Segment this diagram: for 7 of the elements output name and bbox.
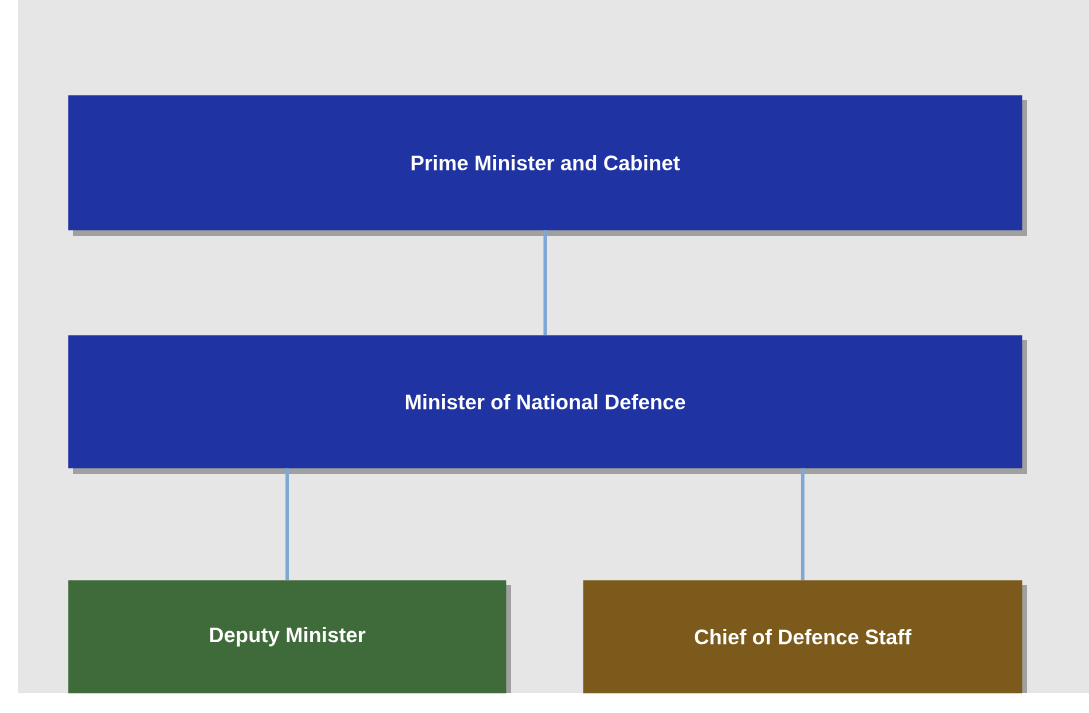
connector-line xyxy=(285,468,289,580)
org-box: Deputy Minister xyxy=(68,580,507,694)
connector-line xyxy=(800,468,805,580)
org-box: Chief of Defence Staff xyxy=(583,580,1023,694)
org-box: Prime Minister and Cabinet xyxy=(68,95,1023,231)
connector-line xyxy=(543,230,547,335)
org-box: Minister of National Defence xyxy=(68,335,1023,469)
